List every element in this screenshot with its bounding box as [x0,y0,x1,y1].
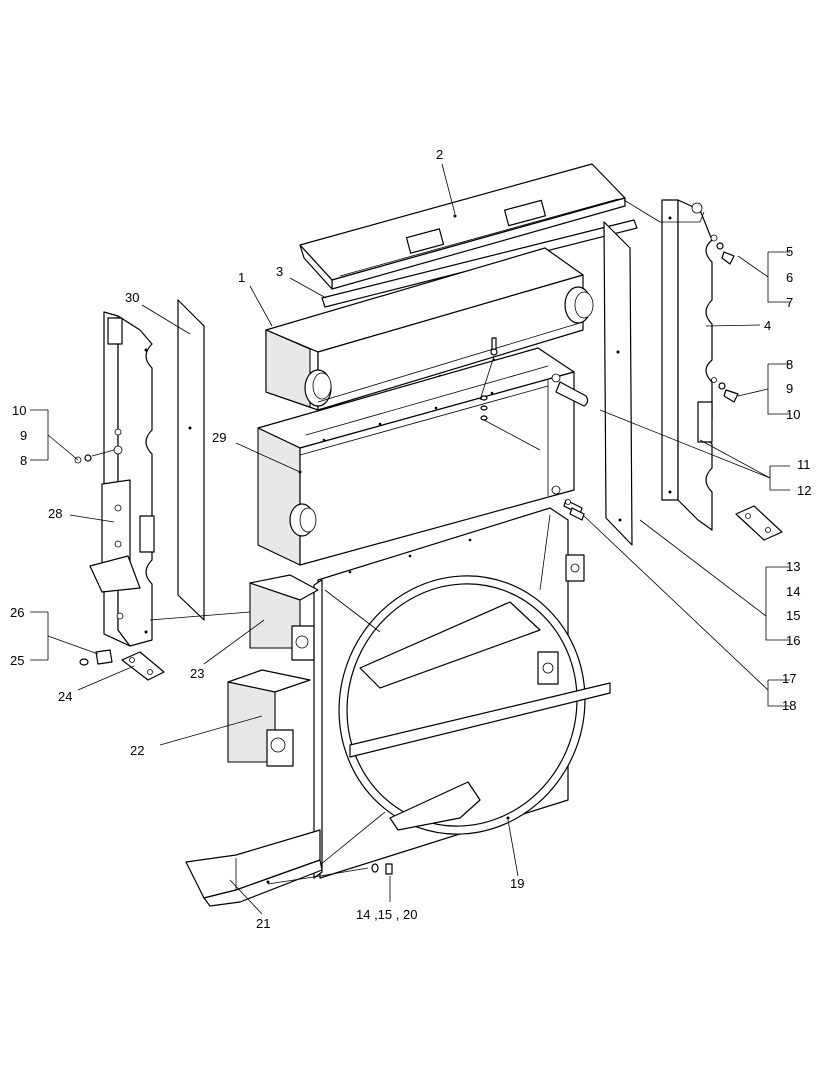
callout-8-left: 8 [20,453,27,468]
left-seal-plate-part [177,299,205,621]
callout-8-right: 8 [786,357,793,372]
callout-15: 15 [786,608,800,623]
fan-shroud-part [313,507,611,879]
callout-26: 26 [10,605,24,620]
callout-30: 30 [125,290,139,305]
callout-2: 2 [436,147,443,162]
callout-21: 21 [256,916,270,931]
right-side-plate-part [661,199,713,531]
middle-radiator-core-part [257,347,589,566]
callout-12: 12 [797,483,811,498]
callout-5: 5 [786,244,793,259]
callout-13: 13 [786,559,800,574]
callout-4: 4 [764,318,771,333]
callout-25: 25 [10,653,24,668]
leader-lines [30,163,790,915]
callout-11: 11 [797,457,811,472]
mount-bracket-part [121,651,165,681]
callout-3: 3 [276,264,283,279]
callout-18: 18 [782,698,796,713]
bottom-frame-part [185,829,323,907]
callout-7: 7 [786,295,793,310]
top-cooler-core-part [265,247,594,411]
callout-22: 22 [130,743,144,758]
callout-28: 28 [48,506,62,521]
callout-19: 19 [510,876,524,891]
hardware-fasteners [74,234,783,875]
seal-strip-part [321,219,638,308]
callout-10-right: 10 [786,407,800,422]
callout-29: 29 [212,430,226,445]
callout-labels: 1 2 3 4 5 6 7 8 9 10 11 12 13 14 15 16 1… [10,147,811,931]
lower-cooler-part-22 [227,669,311,767]
callout-14-15-20: 14 ,15 , 20 [356,907,417,922]
callout-6: 6 [786,270,793,285]
callout-1: 1 [238,270,245,285]
small-cooler-part-23 [249,574,319,661]
callout-9-left: 9 [20,428,27,443]
left-side-plate-part [89,311,155,647]
callout-9-right: 9 [786,381,793,396]
callout-14: 14 [786,584,800,599]
callout-23: 23 [190,666,204,681]
callout-17: 17 [782,671,796,686]
callout-16: 16 [786,633,800,648]
right-baffle-plate-part [603,221,633,546]
callout-24: 24 [58,689,72,704]
top-channel-part [299,163,626,290]
callout-10-left: 10 [12,403,26,418]
